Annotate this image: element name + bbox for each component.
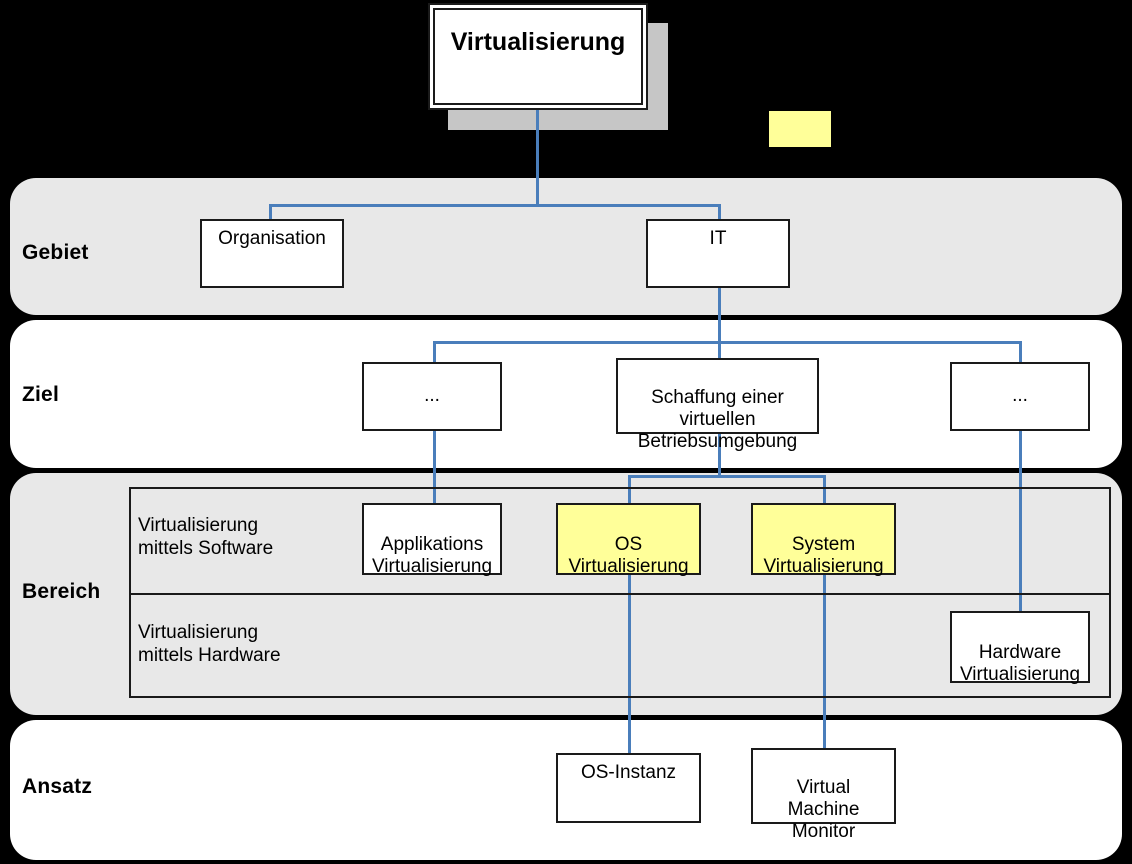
connector-zielright-to-hardware [1019, 431, 1022, 611]
bereich-inner-table [129, 487, 1111, 698]
node-os-virtualisierung[interactable]: OS Virtualisierung [556, 503, 701, 578]
node-organisation[interactable]: Organisation [200, 219, 344, 288]
connector-zielmid-down [718, 431, 721, 475]
node-system-virtualisierung-label: System Virtualisierung [763, 534, 884, 578]
connector-zielleft-to-applikations [433, 431, 436, 503]
band-ziel [10, 320, 1122, 468]
band-label-ansatz: Ansatz [22, 775, 93, 798]
node-vmm-label: Virtual Machine Monitor [787, 777, 860, 843]
node-os-virtualisierung-label: OS Virtualisierung [568, 534, 689, 578]
connector-to-ziel-right [1019, 341, 1022, 362]
connector-gebiet-bus [269, 204, 721, 207]
connector-to-it [718, 204, 721, 222]
band-label-gebiet: Gebiet [22, 241, 89, 264]
legend-highlight-swatch [769, 111, 831, 147]
bereich-row-divider [129, 593, 1111, 595]
connector-to-ziel-left [433, 341, 436, 362]
node-it[interactable]: IT [646, 219, 790, 288]
node-os-instanz-label: OS-Instanz [580, 762, 677, 783]
connector-it-down [718, 288, 721, 341]
node-os-instanz[interactable]: OS-Instanz [556, 753, 701, 823]
connector-to-system-virt [823, 475, 826, 503]
bereich-row-label-hardware: Virtualisierung mittels Hardware [138, 622, 281, 666]
node-applikations-label: Applikations Virtualisierung [371, 534, 493, 578]
band-label-bereich: Bereich [22, 580, 101, 603]
node-hardware-virtualisierung-label: Hardware Virtualisierung [959, 642, 1081, 686]
connector-systemvirt-to-vmm [823, 575, 826, 753]
band-label-ziel: Ziel [22, 383, 59, 406]
node-applikations-virtualisierung[interactable]: Applikations Virtualisierung [362, 503, 502, 578]
node-ziel-right[interactable]: ... [950, 362, 1090, 431]
node-ziel-mid-label: Schaffung einer virtuellen Betriebsumgeb… [637, 387, 798, 453]
root-node[interactable]: Virtualisierung [428, 3, 648, 110]
connector-to-ziel-mid [718, 341, 721, 362]
node-system-virtualisierung[interactable]: System Virtualisierung [751, 503, 896, 578]
node-ziel-mid[interactable]: Schaffung einer virtuellen Betriebsumgeb… [616, 358, 819, 452]
connector-osvirt-to-osinstanz [628, 575, 631, 753]
node-ziel-right-label: ... [1012, 385, 1028, 407]
connector-to-organisation [269, 204, 272, 222]
connector-ziel-bus [433, 341, 1021, 344]
node-virtual-machine-monitor[interactable]: Virtual Machine Monitor [751, 748, 896, 842]
node-ziel-left[interactable]: ... [362, 362, 502, 431]
node-organisation-label: Organisation [218, 228, 326, 249]
connector-root-down [536, 110, 539, 204]
connector-bereich-bus [628, 475, 826, 478]
root-node-label: Virtualisierung [433, 8, 643, 105]
node-ziel-left-label: ... [424, 385, 440, 407]
band-gebiet [10, 178, 1122, 315]
bereich-row-label-software: Virtualisierung mittels Software [138, 515, 274, 559]
node-hardware-virtualisierung[interactable]: Hardware Virtualisierung [950, 611, 1090, 686]
connector-to-os-virt [628, 475, 631, 503]
node-it-label: IT [709, 228, 727, 249]
